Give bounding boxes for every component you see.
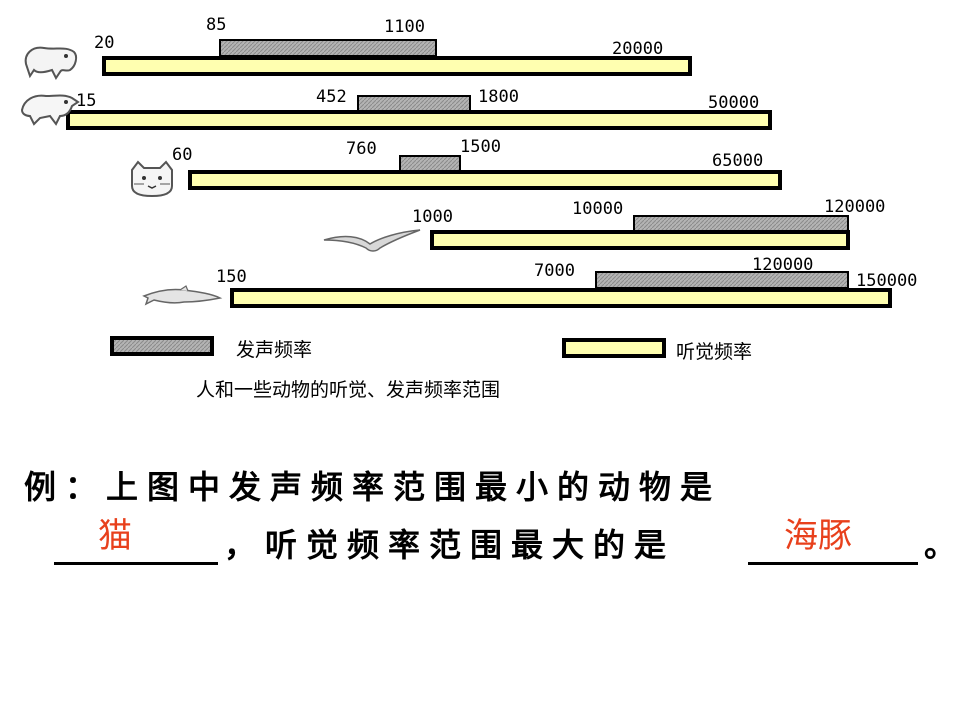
voice-range-bar xyxy=(357,95,471,113)
bars-layer: 20 20000 85 1100 15 50000 452 1800 60 65000 760 150… xyxy=(66,15,917,308)
dog-icon xyxy=(20,94,80,126)
hearing-range-bar xyxy=(430,230,850,250)
bat-icon xyxy=(323,229,421,252)
question-line-2-text: ，听觉频率范围最大的是 xyxy=(224,526,676,564)
legend-voice-label: 发声频率 xyxy=(236,339,312,361)
icons-layer xyxy=(20,46,421,306)
legend: 发声频率 听觉频率 xyxy=(110,336,752,363)
voice-max-label: 1800 xyxy=(478,87,519,107)
hearing-range-bar xyxy=(230,288,892,308)
voice-max-label: 1500 xyxy=(460,137,501,157)
hearing-max-label: 20000 xyxy=(612,39,663,59)
legend-hearing-label: 听觉频率 xyxy=(676,341,752,363)
voice-max-label: 120000 xyxy=(824,197,885,217)
human-icon xyxy=(24,46,78,80)
hearing-min-label: 150 xyxy=(216,267,247,287)
hearing-range-bar xyxy=(188,170,782,190)
frequency-range-chart: 20 20000 85 1100 15 50000 452 1800 60 65000 760 150… xyxy=(20,15,917,401)
voice-min-label: 452 xyxy=(316,87,347,107)
question-block: 例：上图中发声频率范围最小的动物是 猫 ，听觉频率范围最大的是 海豚 。 xyxy=(24,462,956,602)
hearing-max-label: 65000 xyxy=(712,151,763,171)
voice-min-label: 10000 xyxy=(572,199,623,219)
voice-range-bar xyxy=(219,39,437,57)
voice-min-label: 7000 xyxy=(534,261,575,281)
voice-range-bar xyxy=(633,215,849,233)
hearing-range-bar xyxy=(66,110,772,130)
hearing-max-label: 150000 xyxy=(856,271,917,291)
hearing-range-bar xyxy=(102,56,692,76)
question-period: 。 xyxy=(924,526,957,564)
voice-min-label: 85 xyxy=(206,15,226,35)
dolphin-icon xyxy=(142,285,223,306)
hearing-min-label: 60 xyxy=(172,145,192,165)
hearing-max-label: 50000 xyxy=(708,93,759,113)
answer-blank-2[interactable] xyxy=(748,562,918,565)
voice-range-bar xyxy=(399,155,461,173)
answer-blank-1[interactable] xyxy=(54,562,218,565)
question-line-2: 猫 ，听觉频率范围最大的是 海豚 。 xyxy=(24,516,956,570)
legend-hearing-swatch xyxy=(562,338,666,358)
hearing-min-label: 1000 xyxy=(412,207,453,227)
voice-min-label: 760 xyxy=(346,139,377,159)
hearing-min-label: 20 xyxy=(94,33,114,53)
answer-2: 海豚 xyxy=(784,516,852,556)
chart-caption: 人和一些动物的听觉、发声频率范围 xyxy=(196,379,500,401)
voice-max-label: 1100 xyxy=(384,17,425,37)
voice-max-label: 120000 xyxy=(752,255,813,275)
cat-icon xyxy=(131,160,173,198)
question-line-1: 例：上图中发声频率范围最小的动物是 xyxy=(24,468,722,506)
answer-1: 猫 xyxy=(98,516,132,556)
legend-voice-swatch xyxy=(110,336,214,356)
hearing-min-label: 15 xyxy=(76,91,96,111)
